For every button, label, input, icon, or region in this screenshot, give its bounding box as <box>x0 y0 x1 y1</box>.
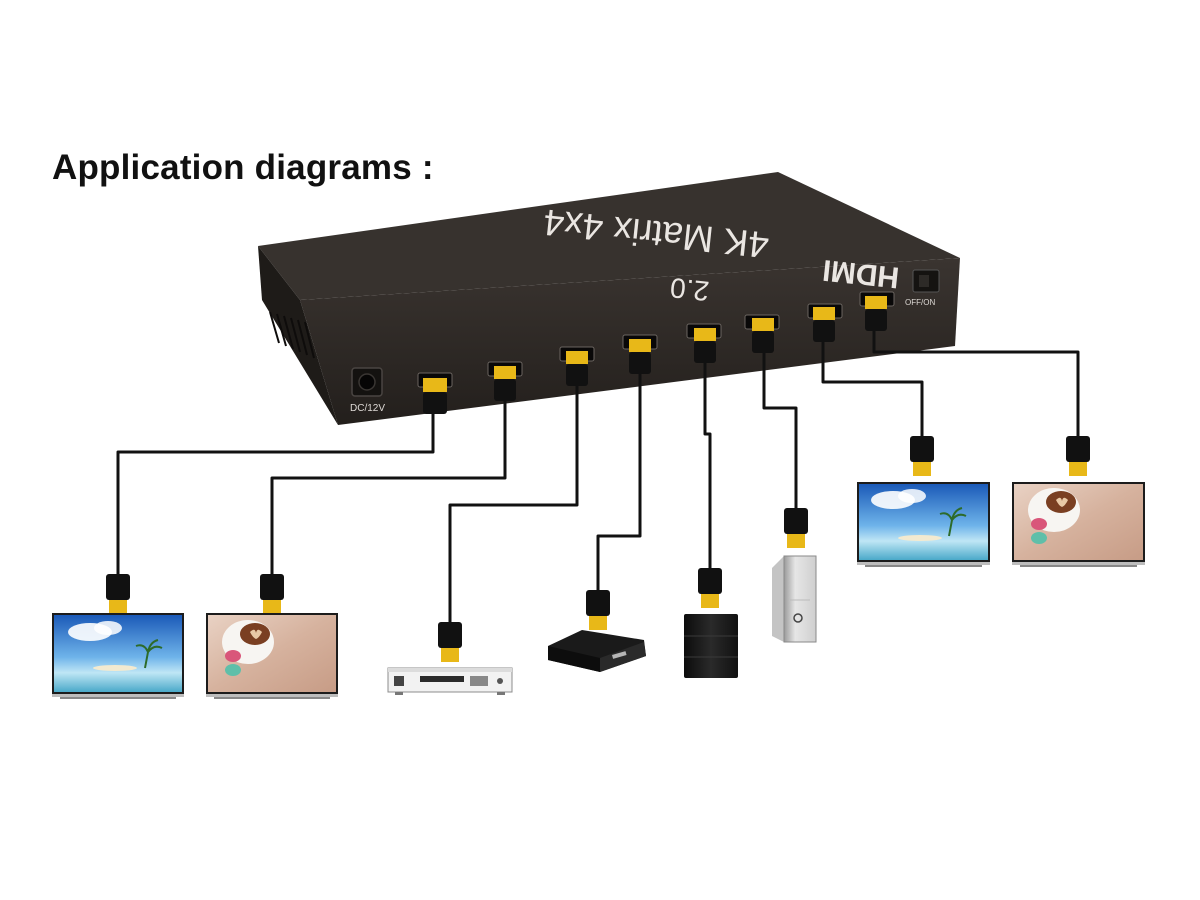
tv-display-3 <box>857 482 990 567</box>
tv-display-1 <box>52 613 184 699</box>
device-connectors <box>106 436 1090 662</box>
power-switch-label: OFF/ON <box>905 298 935 307</box>
hdmi-cables <box>116 330 1080 632</box>
dc-jack-socket <box>358 373 376 391</box>
connector-tv-2 <box>260 574 284 614</box>
connector-tv-3 <box>910 436 934 476</box>
connector-port-2 <box>494 366 516 401</box>
side-vent-slots <box>269 311 315 359</box>
cable-7 <box>821 340 924 440</box>
hdmi-logo: HDMI <box>821 253 901 294</box>
connector-port-7 <box>813 307 835 342</box>
pc-tower <box>772 555 817 643</box>
hdmi-matrix-device: 4K Matrix 4x4 2.0 HDMI OFF/ON DC/12V <box>258 172 960 425</box>
connector-stb <box>586 590 610 630</box>
tv-display-2 <box>206 613 338 699</box>
connector-tv-4 <box>1066 436 1090 476</box>
cable-6 <box>762 350 798 513</box>
connector-tv-1 <box>106 574 130 614</box>
cable-3 <box>448 385 579 632</box>
connector-port-1 <box>423 378 447 414</box>
connector-dvd <box>438 622 462 662</box>
device-side-face <box>258 246 338 425</box>
dvd-player <box>387 667 513 695</box>
cable-2 <box>270 400 507 585</box>
hdmi-version-label: 2.0 <box>669 272 711 307</box>
connector-port-6 <box>752 318 774 353</box>
connector-port-8 <box>865 296 887 331</box>
device-top-face <box>258 172 960 300</box>
svg-text:HDMI: HDMI <box>821 253 901 294</box>
power-input-label: DC/12V <box>350 403 385 414</box>
port-connectors <box>423 296 887 414</box>
cable-4 <box>596 372 642 598</box>
connector-port-5 <box>694 328 716 363</box>
connector-pc <box>784 508 808 548</box>
cable-1 <box>116 410 435 585</box>
tv-display-4 <box>1012 482 1145 567</box>
cable-5 <box>703 363 712 578</box>
connector-port-4 <box>629 339 651 374</box>
cable-8 <box>872 330 1080 440</box>
connector-console <box>698 568 722 608</box>
page-title: Application diagrams : <box>52 148 434 187</box>
set-top-box <box>548 630 646 672</box>
connector-port-3 <box>566 351 588 386</box>
power-switch-rocker <box>919 275 929 287</box>
game-console <box>684 614 738 678</box>
